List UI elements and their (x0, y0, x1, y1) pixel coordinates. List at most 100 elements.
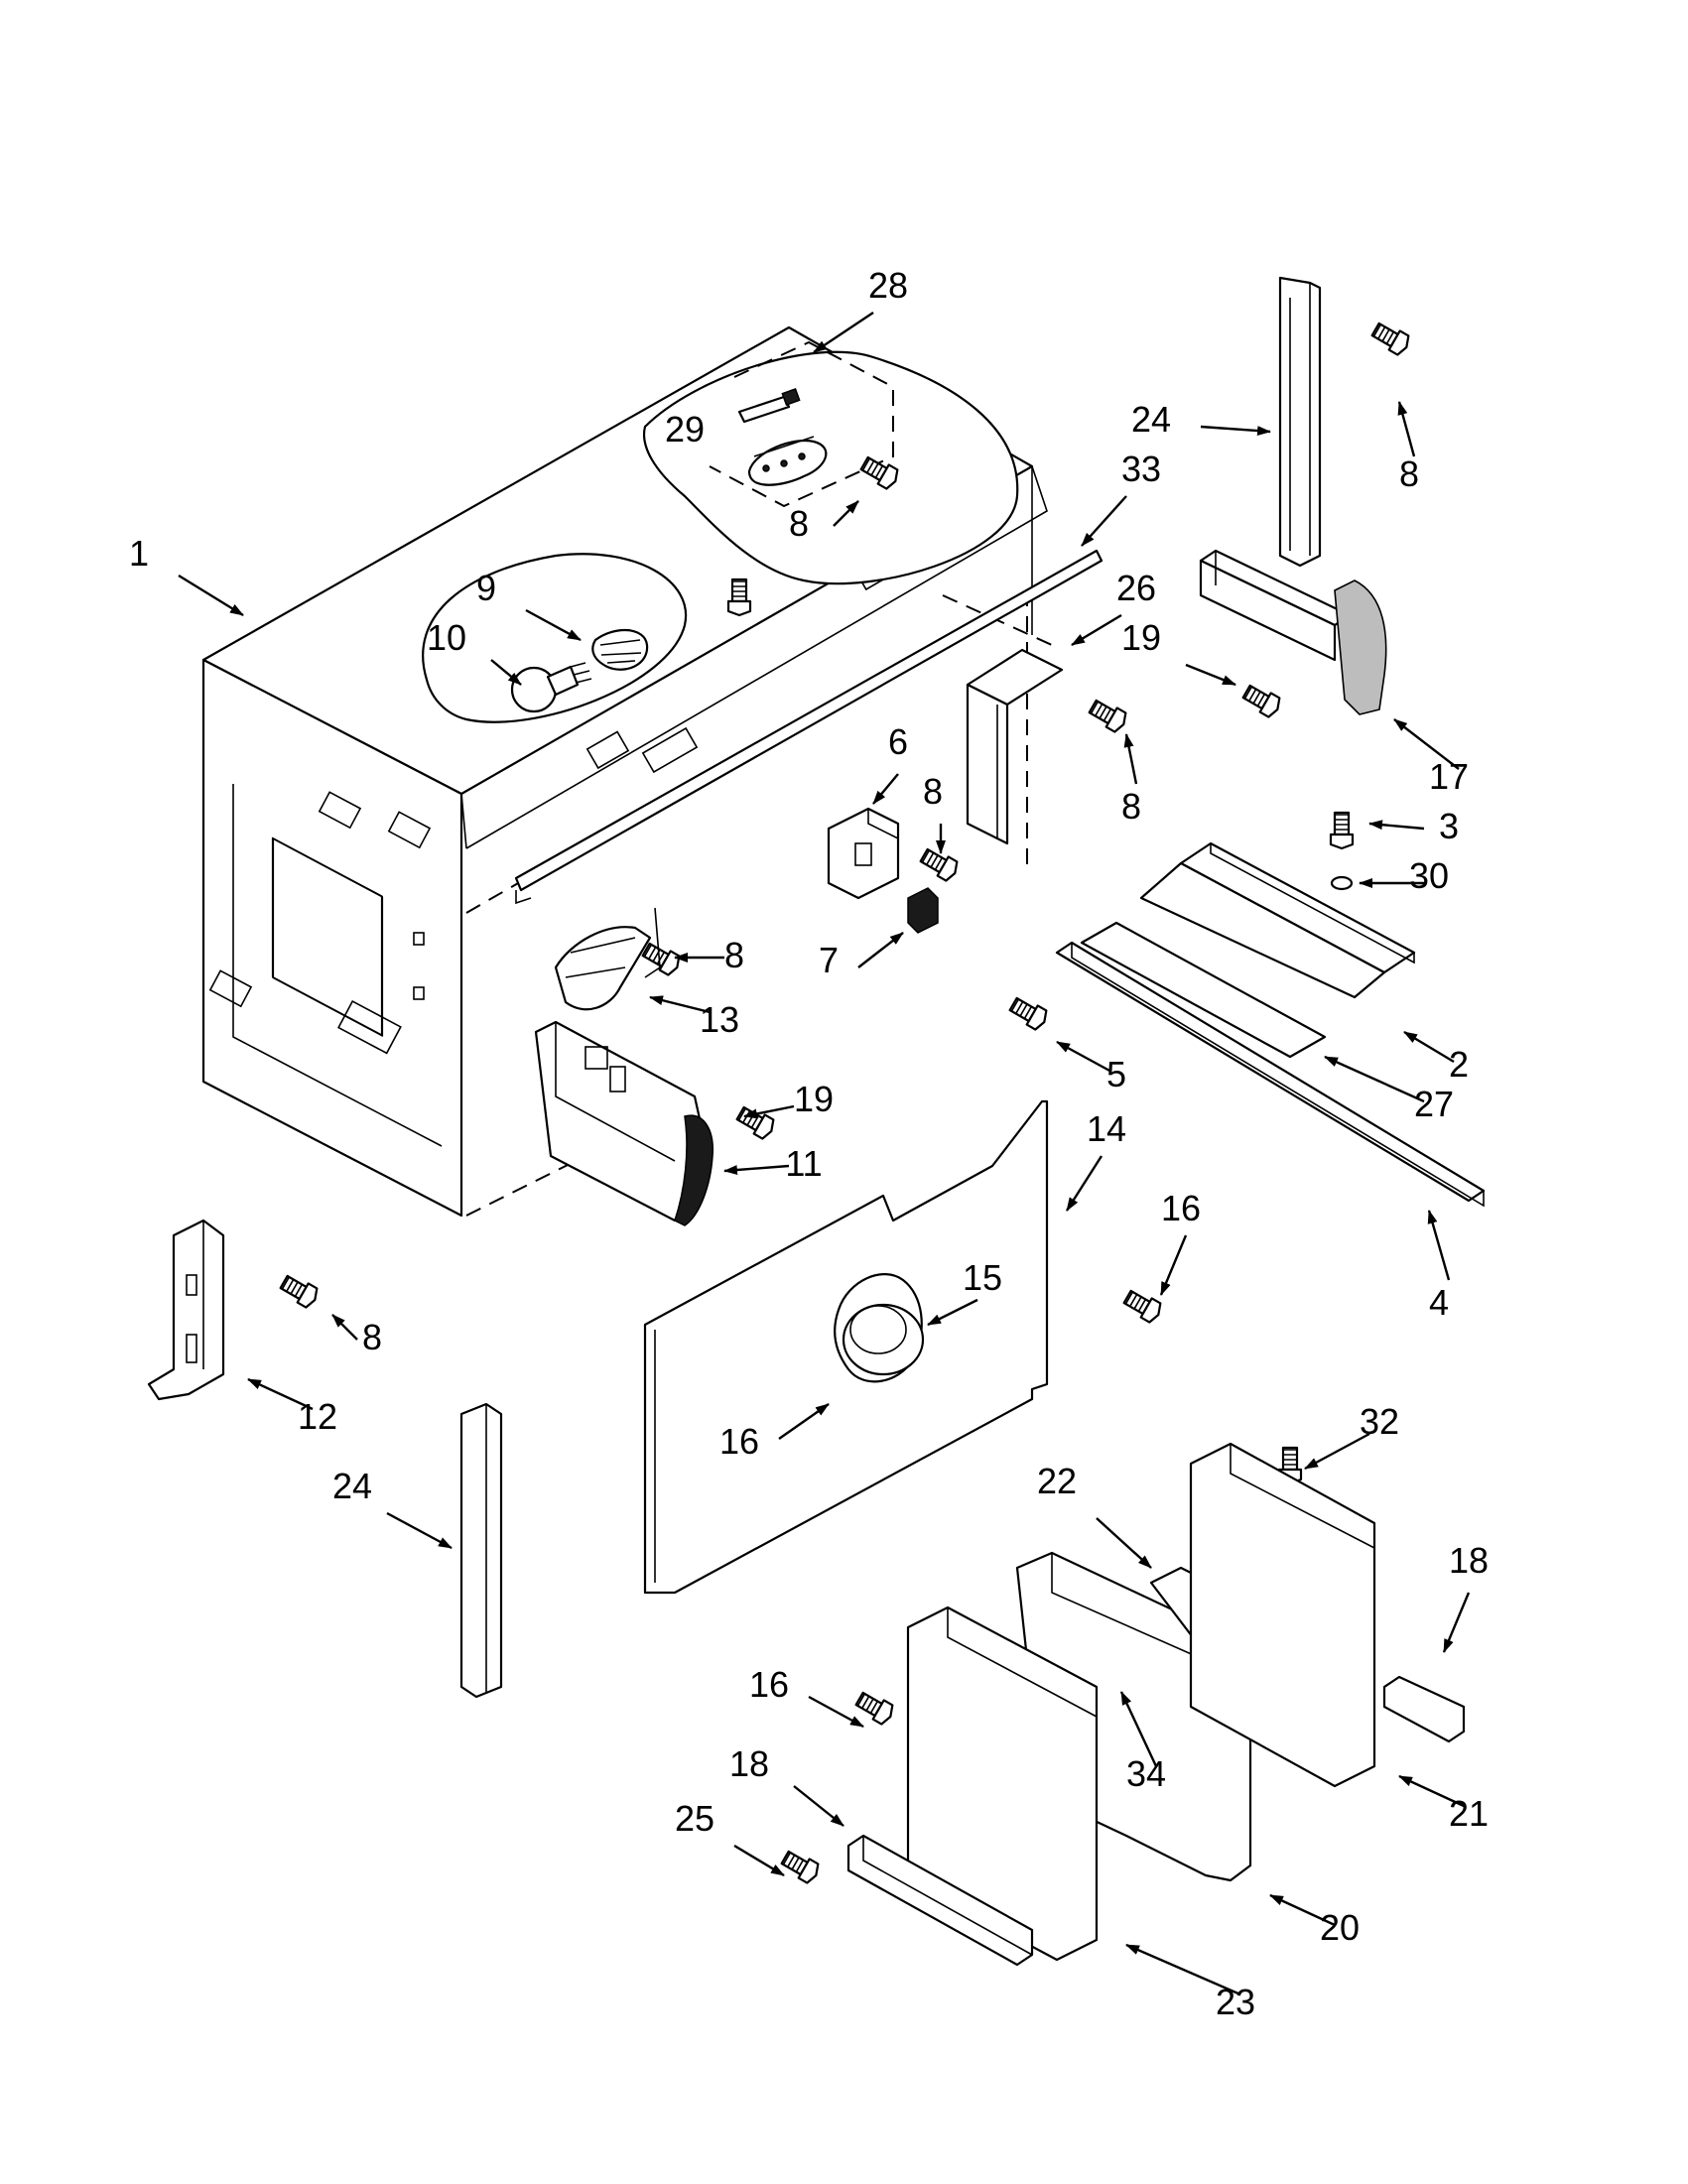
leader-arrows-group (178, 312, 1471, 1996)
leader-arrow-c3 (1368, 820, 1425, 831)
callout-c14: 14 (1087, 1108, 1126, 1149)
cabinet-part-1 (201, 325, 1053, 1218)
leader-arrow-c10 (490, 659, 522, 686)
leader-arrow-c5 (1056, 1040, 1112, 1074)
bracket-part-26 (966, 648, 1064, 845)
callout-c2: 2 (1449, 1044, 1469, 1085)
leader-arrow-c14 (1065, 1155, 1104, 1212)
callout-c18a: 18 (1449, 1540, 1489, 1581)
callout-c30: 30 (1409, 855, 1449, 896)
leader-arrow-c9 (525, 608, 582, 642)
callout-c29: 29 (665, 409, 705, 450)
control-knob-part-15 (834, 1273, 925, 1383)
leader-arrow-c18b (793, 1785, 844, 1827)
leader-arrow-c8c (1123, 733, 1138, 785)
leader-arrow-c6 (872, 773, 899, 805)
leader-arrow-c1 (178, 574, 244, 617)
side-strip-part-24-upper (1278, 276, 1322, 568)
leader-arrow-c22 (1096, 1517, 1152, 1569)
callout-c21: 21 (1449, 1793, 1489, 1834)
callout-c20: 20 (1320, 1907, 1360, 1948)
light-bulb-part-10 (510, 662, 592, 713)
callout-labels-group: 1234567888888910111213141516161617181819… (129, 265, 1489, 2022)
screw-8 (735, 1105, 775, 1140)
leader-arrow-c25 (733, 1844, 785, 1877)
callout-c25: 25 (675, 1798, 714, 1839)
washer-part-30 (1330, 875, 1354, 891)
leader-arrow-c8b (833, 500, 859, 527)
callout-c18b: 18 (729, 1743, 769, 1784)
callout-c19b: 19 (794, 1079, 834, 1119)
screw-1 (859, 455, 899, 490)
leader-arrow-c32 (1304, 1432, 1370, 1471)
leader-arrow-c33 (1081, 495, 1127, 547)
callout-c8b: 8 (789, 503, 809, 544)
callout-c33: 33 (1121, 449, 1161, 489)
callout-c16a: 16 (1161, 1188, 1201, 1228)
leader-arrow-c16c (808, 1695, 864, 1729)
screw-5 (726, 578, 752, 617)
leader-arrow-c20 (1269, 1893, 1336, 1927)
leader-arrow-c4 (1427, 1210, 1451, 1281)
leader-arrow-c7 (857, 932, 904, 968)
callout-c24b: 24 (332, 1466, 372, 1506)
screw-7 (1241, 684, 1281, 718)
slide-rail-part-4 (1055, 941, 1486, 1208)
screw-0 (1370, 321, 1410, 356)
callout-c13: 13 (700, 999, 739, 1040)
leader-arrow-c27 (1324, 1055, 1425, 1103)
leader-arrow-c15 (927, 1298, 978, 1327)
callout-c5: 5 (1106, 1054, 1126, 1094)
callout-c6: 6 (888, 721, 908, 762)
leader-arrow-c18a (1442, 1592, 1471, 1653)
callout-c9: 9 (476, 568, 496, 608)
leader-arrow-c11 (723, 1164, 790, 1175)
callout-c8a: 8 (1399, 453, 1419, 494)
screw-9 (279, 1274, 319, 1309)
callout-c26: 26 (1116, 568, 1156, 608)
callout-c8c: 8 (1121, 786, 1141, 827)
callout-c15: 15 (963, 1257, 1002, 1298)
mounting-bracket-part-12 (147, 1219, 225, 1401)
leader-arrow-c28 (813, 312, 874, 353)
switch-part-7 (907, 887, 939, 934)
leader-arrow-c19b (743, 1104, 795, 1119)
leader-arrow-c23 (1125, 1943, 1241, 1996)
screw-10 (1122, 1289, 1162, 1324)
callout-c7: 7 (819, 940, 839, 980)
screw-3 (919, 847, 959, 882)
leader-arrow-c16a (1159, 1234, 1188, 1296)
leader-arrow-c13 (649, 995, 711, 1014)
leader-arrow-c12 (247, 1377, 314, 1411)
callout-c28: 28 (868, 265, 908, 306)
callout-c3: 3 (1439, 806, 1459, 846)
trim-rail-part-33 (514, 549, 1104, 905)
callout-c24a: 24 (1131, 399, 1171, 440)
slide-bracket-part-2 (1139, 841, 1416, 999)
callout-c8d: 8 (923, 771, 943, 812)
door-handle-part-17 (1199, 549, 1387, 715)
callout-c8e: 8 (724, 935, 744, 975)
side-strip-part-24-lower (459, 1402, 503, 1699)
callout-c17: 17 (1429, 756, 1469, 797)
air-duct-part-13 (554, 907, 661, 1011)
screw-13 (780, 1850, 820, 1884)
callout-c27: 27 (1414, 1084, 1454, 1124)
callout-c22: 22 (1037, 1461, 1077, 1501)
screw-12 (854, 1691, 894, 1726)
callout-c34: 34 (1126, 1753, 1166, 1794)
light-socket-part-9 (591, 628, 649, 671)
callout-c10: 10 (427, 617, 466, 658)
switch-housing-part-6 (827, 807, 900, 900)
callout-c16b: 16 (719, 1421, 759, 1462)
leader-arrow-c19a (1185, 663, 1236, 687)
callout-c32: 32 (1360, 1401, 1399, 1442)
screw-2 (1088, 699, 1127, 733)
leader-arrow-c2 (1403, 1030, 1455, 1064)
slide-bracket-part-18-left (846, 1834, 1034, 1967)
callout-c19a: 19 (1121, 617, 1161, 658)
door-latch-part-11 (534, 1020, 714, 1226)
screw-15 (1329, 811, 1355, 850)
leader-arrow-c17 (1393, 718, 1460, 770)
